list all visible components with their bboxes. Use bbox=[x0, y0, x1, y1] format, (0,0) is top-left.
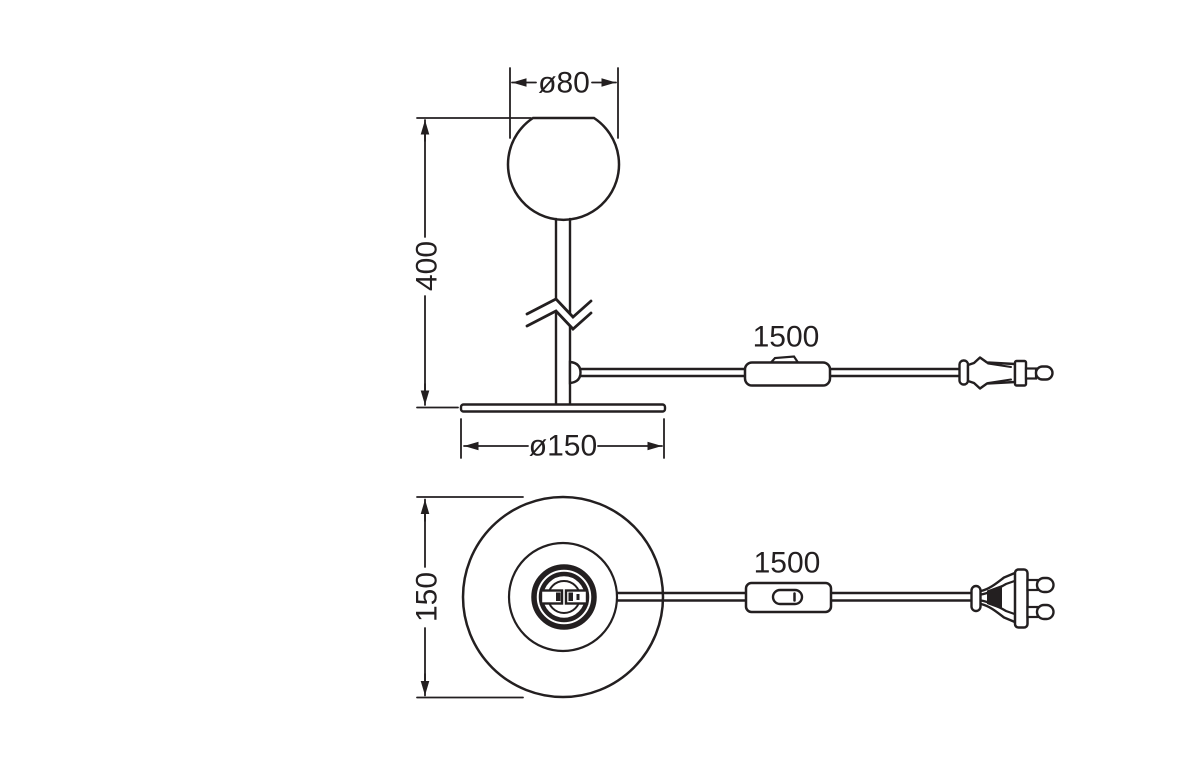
dim-label-cable-length-side: 1500 bbox=[753, 321, 820, 354]
socket-contact-mark bbox=[556, 592, 561, 601]
plug-body-side bbox=[966, 356, 1017, 390]
dim-head-diameter: ø80 bbox=[509, 67, 619, 139]
dim-height: 400 bbox=[411, 117, 532, 409]
dim-label-head-diameter: ø80 bbox=[538, 67, 590, 100]
top-view: 150 1500 bbox=[411, 495, 1055, 699]
socket-contact-mark bbox=[576, 594, 580, 600]
break-zigzag bbox=[525, 309, 593, 331]
switch-body-side bbox=[743, 361, 832, 387]
dim-label-base-diameter-top: 150 bbox=[411, 572, 444, 622]
socket-contact-mark bbox=[568, 592, 573, 601]
euro-plug-side bbox=[958, 356, 1054, 390]
plug-pin-side bbox=[1034, 365, 1054, 381]
dim-label-cable-length-top: 1500 bbox=[754, 547, 821, 580]
plug-body-detail bbox=[987, 362, 1012, 368]
inline-switch-side bbox=[743, 355, 832, 387]
plug-face-side bbox=[1013, 359, 1028, 387]
stem-break-icon bbox=[525, 297, 593, 331]
side-view: ø80 400 ø150 1500 bbox=[411, 67, 1054, 463]
plug-body-outline bbox=[979, 571, 1018, 593]
lamp-base bbox=[459, 403, 667, 413]
dim-base-diameter: ø150 bbox=[460, 418, 665, 463]
plug-body-detail bbox=[987, 378, 1012, 384]
dim-base-diameter-top: 150 bbox=[411, 496, 524, 699]
plug-body-core bbox=[987, 585, 1002, 610]
plug-face-top bbox=[1013, 568, 1029, 629]
plug-body-outline bbox=[979, 602, 1018, 624]
base-inner-circle bbox=[507, 541, 619, 653]
euro-plug-top bbox=[970, 568, 1055, 629]
dim-label-base-diameter: ø150 bbox=[529, 430, 597, 463]
switch-rocker-top bbox=[771, 588, 804, 606]
inline-switch-top bbox=[744, 581, 833, 614]
plug-pin-neck-side bbox=[1024, 367, 1038, 380]
plug-strain-relief-top bbox=[970, 584, 982, 613]
lamp-socket bbox=[531, 564, 597, 630]
cord-grommet bbox=[568, 360, 582, 385]
power-cord-top bbox=[616, 591, 974, 602]
lamp-globe bbox=[506, 116, 621, 222]
break-zigzag bbox=[525, 297, 593, 319]
plug-pin-bottom bbox=[1035, 603, 1055, 621]
plug-pin-top bbox=[1035, 576, 1055, 594]
power-cord-side bbox=[578, 367, 962, 378]
dim-label-height: 400 bbox=[411, 241, 444, 291]
plug-strain-relief-side bbox=[958, 359, 970, 386]
